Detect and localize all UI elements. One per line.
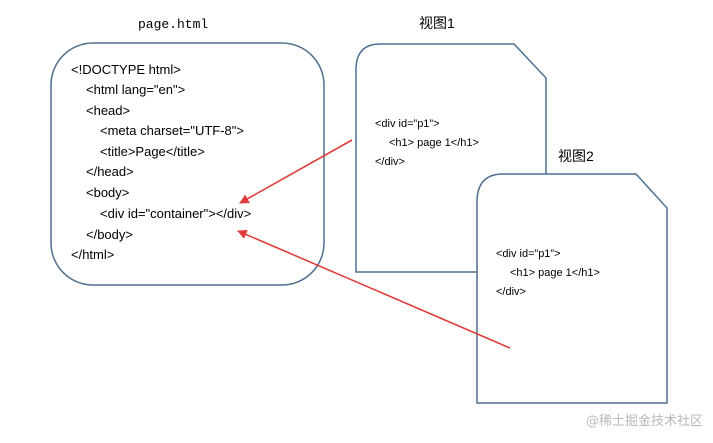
view2-title: 视图2	[558, 148, 594, 164]
code-line: <div id="container"></div>	[100, 206, 252, 221]
code-line: <head>	[86, 103, 131, 118]
code-line: <h1> page 1</h1>	[389, 137, 479, 149]
code-line: <div id=”p1”>	[375, 118, 440, 130]
page-html-box	[50, 42, 325, 286]
code-line: <body>	[86, 185, 130, 200]
code-line: <title>Page</title>	[100, 144, 205, 159]
code-line: <html lang="en">	[86, 82, 186, 97]
code-line: <!DOCTYPE html>	[71, 62, 181, 77]
code-line: </div>	[375, 156, 405, 168]
page-html-title: page.html	[138, 17, 209, 32]
view1-title: 视图1	[419, 15, 455, 31]
code-line: <meta charset="UTF-8">	[100, 123, 244, 138]
watermark: @稀土掘金技术社区	[585, 414, 703, 429]
code-line: </div>	[496, 286, 526, 298]
code-line: </body>	[86, 227, 133, 242]
view2-box	[476, 173, 668, 404]
arrow-view1-to-container	[239, 139, 353, 204]
arrow-view2-to-container	[237, 230, 511, 349]
code-line: <h1> page 1</h1>	[510, 267, 600, 279]
code-line: </html>	[71, 247, 115, 262]
code-line: <div id=”p1”>	[496, 248, 561, 260]
code-line: </head>	[86, 164, 134, 179]
